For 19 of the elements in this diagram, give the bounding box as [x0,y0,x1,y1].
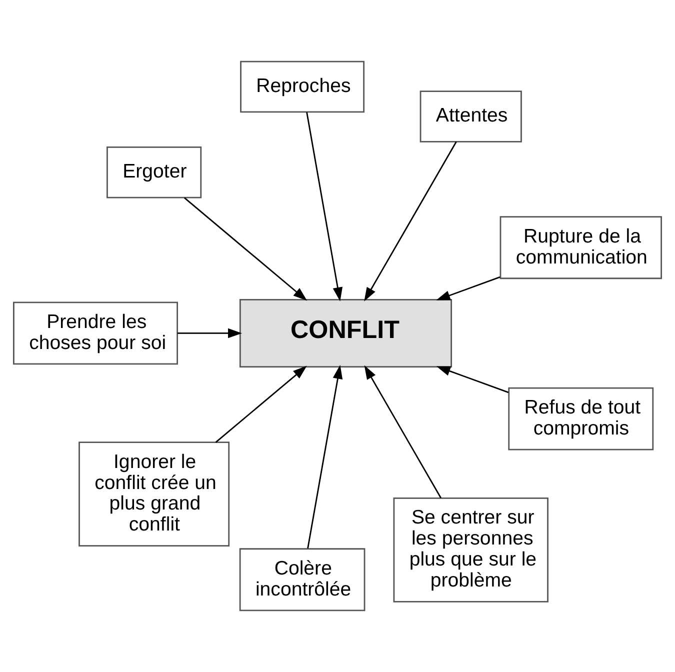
node-box: CONFLIT [239,298,452,368]
arrow [364,141,457,302]
arrow [436,276,500,300]
node-box: Refus de tout compromis [508,387,654,450]
arrow [215,366,307,443]
node-box: Se centrer sur les personnes plus que sur le problème [393,497,548,602]
arrow [184,197,308,301]
arrow [436,366,509,394]
node-box: Reproches [240,60,365,113]
arrow [177,328,242,338]
node-box: Ergoter [106,146,202,198]
node-box: Attentes [420,90,522,142]
node-box: Ignorer le conflit crée un plus grand conflit [78,442,230,546]
arrow [306,112,343,302]
arrow [364,365,442,498]
node-box: Rupture de la communication [500,216,662,280]
node-box: Colère incontrôlée [239,548,366,612]
arrow [307,364,343,549]
node-box: Prendre les choses pour soi [13,302,178,365]
